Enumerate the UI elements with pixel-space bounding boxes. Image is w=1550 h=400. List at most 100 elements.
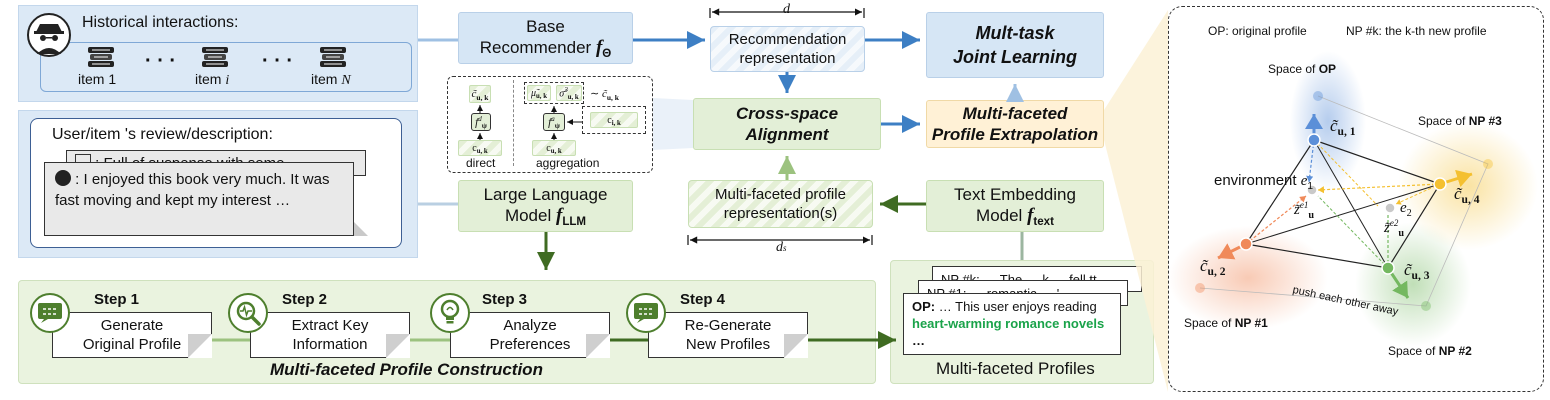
history-title: Historical interactions: (82, 14, 239, 31)
inset-mu: μ̃u, k (527, 85, 551, 101)
inset-c-direct: cu, k (458, 140, 502, 156)
mf-dim-label: ds (776, 240, 787, 255)
c-u4-label: c̃u, 4 (1454, 184, 1480, 207)
multitask-box: Mult-task Joint Learning (926, 12, 1104, 78)
mfpe-line1: Multi-faceted (962, 104, 1068, 123)
item-last-var: N (341, 73, 351, 88)
e2-label: e2 (1400, 200, 1412, 219)
embedding-space-diagram (1168, 51, 1538, 346)
cross-space-line1: Cross-space (735, 104, 839, 123)
construction-title: Multi-faceted Profile Construction (270, 360, 543, 379)
llm-line1: Large Language (483, 184, 608, 204)
step-2-label: Step 2 (282, 291, 328, 308)
history-items-frame (40, 42, 412, 92)
profile-extrapolation-box: Multi-faceted Profile Extrapolation (926, 100, 1104, 148)
inset-f-psi-direct: fdψ (471, 113, 491, 131)
inset-f-psi-agg: faψ (543, 113, 565, 131)
item-first-label: item 1 (78, 71, 117, 87)
book-icon (318, 44, 348, 75)
point-env-e1 (1306, 184, 1318, 196)
inset-mu-sigma-group (524, 82, 584, 104)
space-np2-blob (1355, 222, 1471, 346)
step-3-label: Step 3 (482, 291, 528, 308)
text-embed-line1: Text Embedding (954, 184, 1076, 204)
inset-c-ik: ci, k (590, 112, 638, 128)
inset-wedge (653, 98, 693, 150)
step-4-label: Step 4 (680, 291, 726, 308)
multitask-line1: Mult-task (975, 23, 1055, 43)
screen-icon (30, 293, 70, 333)
base-recommender-line1: Base (526, 16, 565, 36)
point-env-e2 (1384, 202, 1396, 214)
review-card-front: : I enjoyed this book very much. It was … (44, 162, 354, 236)
recommendation-representation-box: Recommendation representation (710, 26, 865, 72)
review-card-fold (354, 222, 368, 236)
reviewer-avatar-icon (55, 170, 71, 186)
point-c-u2 (1239, 237, 1253, 251)
llm-line2: Model fLLM (504, 204, 587, 228)
book-icon (200, 44, 230, 75)
rec-repr-line1: Recommendation (728, 31, 847, 48)
z-e1-label: z̃e1u (1294, 200, 1315, 221)
cross-space-alignment-box: Cross-space Alignment (693, 98, 881, 150)
base-recommender-box: Base Recommender fΘ (458, 12, 633, 64)
environment-label: environment e1 (1214, 172, 1314, 192)
profile-card-op: OP: … This user enjoys reading heart-war… (903, 293, 1121, 355)
ellipsis-2: · · · (262, 50, 294, 72)
mfpe-line2: Profile Extrapolation (931, 125, 1099, 144)
step-1-label: Step 1 (94, 291, 140, 308)
profile-representation-box: Multi-faceted profile representation(s) (688, 180, 873, 228)
item-last-label: item N (311, 71, 351, 89)
inset-c-tilde: c̃u, k (469, 85, 491, 103)
screen-icon (626, 293, 666, 333)
space-np2-label: Space of NP #2 (1388, 344, 1472, 358)
profiles-caption: Multi-faceted Profiles (936, 359, 1095, 378)
ellipsis-1: · · · (145, 50, 177, 72)
review-front-text: : I enjoyed this book very much. It was … (55, 171, 330, 209)
multitask-line2: Joint Learning (952, 47, 1077, 67)
point-c-u1 (1307, 133, 1321, 147)
user-avatar-icon (26, 12, 72, 58)
inset-direct-label: direct (466, 156, 496, 170)
space-np3-label: Space of NP #3 (1418, 114, 1502, 128)
inset-c-ik-group (582, 106, 646, 134)
review-title: User/item 's review/description: (52, 126, 273, 143)
item-mid-var: i (225, 73, 230, 88)
item-last-text: item (311, 71, 338, 87)
text-embed-line2: Model ftext (976, 204, 1054, 228)
item-mid-text: item (195, 71, 222, 87)
point-c-u3 (1381, 261, 1395, 275)
legend-np: NP #k: the k-th new profile (1346, 24, 1487, 38)
c-u1-label: c̃u, 1 (1330, 116, 1356, 139)
z-e2-label: z̃e2u (1384, 218, 1405, 239)
history-panel (18, 5, 418, 102)
space-np1-blob (1168, 226, 1328, 330)
space-np1-label: Space of NP #1 (1184, 316, 1268, 330)
space-op-label: Space of OP (1268, 62, 1337, 76)
c-u2-label: c̃u, 2 (1200, 256, 1226, 279)
mf-repr-line1: Multi-faceted profile (715, 186, 846, 203)
inset-aggregation-label: aggregation (536, 156, 600, 170)
cross-space-line2: Alignment (745, 125, 829, 144)
inset-sim: ∼ c̃u, k (590, 88, 619, 102)
inset-sigma: σ̃2u, k (556, 85, 582, 101)
callout-wedge (1104, 10, 1168, 392)
mf-repr-line2: representation(s) (723, 205, 838, 222)
rec-repr-line2: representation (739, 50, 836, 67)
inset-divider (513, 80, 514, 166)
inset-c-agg: cu, k (532, 140, 576, 156)
point-c-u4 (1433, 177, 1447, 191)
text-embedding-box: Text Embedding Model ftext (926, 180, 1104, 232)
magnifier-icon (228, 293, 268, 333)
base-recommender-line2: Recommender fΘ (479, 36, 612, 60)
space-op-blob (1290, 51, 1366, 191)
lightbulb-icon (430, 293, 470, 333)
book-icon (86, 44, 116, 75)
llm-box: Large Language Model fLLM (458, 180, 633, 232)
legend-op: OP: original profile (1208, 24, 1307, 38)
item-mid-label: item i (195, 71, 229, 89)
